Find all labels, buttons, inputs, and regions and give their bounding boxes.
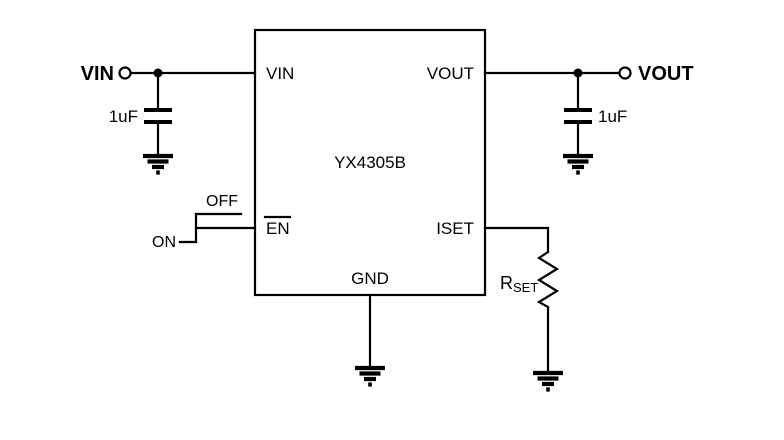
ic-block: YX4305B VIN VOUT EN ISET GND [253, 28, 487, 297]
pin-label-vout: VOUT [427, 64, 474, 83]
output-cap-value-label: 1uF [598, 107, 627, 126]
switch-on-label: ON [152, 234, 176, 251]
ground-icon [533, 370, 563, 392]
vin-terminal-label: VIN [81, 63, 114, 85]
ground-icon [355, 365, 385, 387]
pin-label-en: EN [266, 219, 290, 238]
rset-label-main: R [500, 273, 513, 293]
pin-label-vin: VIN [266, 64, 294, 83]
vout-terminal-label: VOUT [638, 63, 694, 85]
rset-label-subscript: SET [513, 280, 538, 295]
enable-switch: OFF ON [152, 193, 257, 251]
input-capacitor: 1uF [109, 71, 172, 158]
rset-resistor-icon [536, 250, 560, 309]
vin-net: VIN 1uF [81, 63, 257, 175]
ground-icon [143, 153, 173, 175]
pin-label-gnd: GND [351, 269, 389, 288]
vout-terminal-icon [618, 66, 632, 80]
ic-name-label: YX4305B [334, 153, 406, 172]
iset-net: RSET [483, 226, 563, 392]
switch-off-label: OFF [206, 193, 238, 210]
output-capacitor: 1uF [564, 71, 627, 158]
input-cap-value-label: 1uF [109, 107, 138, 126]
vin-terminal-icon [118, 66, 132, 80]
rset-label: RSET [500, 273, 538, 295]
ic-body [253, 28, 487, 297]
gnd-net [355, 293, 385, 387]
ground-icon [563, 153, 593, 175]
vout-net: VOUT 1uF [483, 63, 694, 175]
pin-label-iset: ISET [436, 219, 474, 238]
